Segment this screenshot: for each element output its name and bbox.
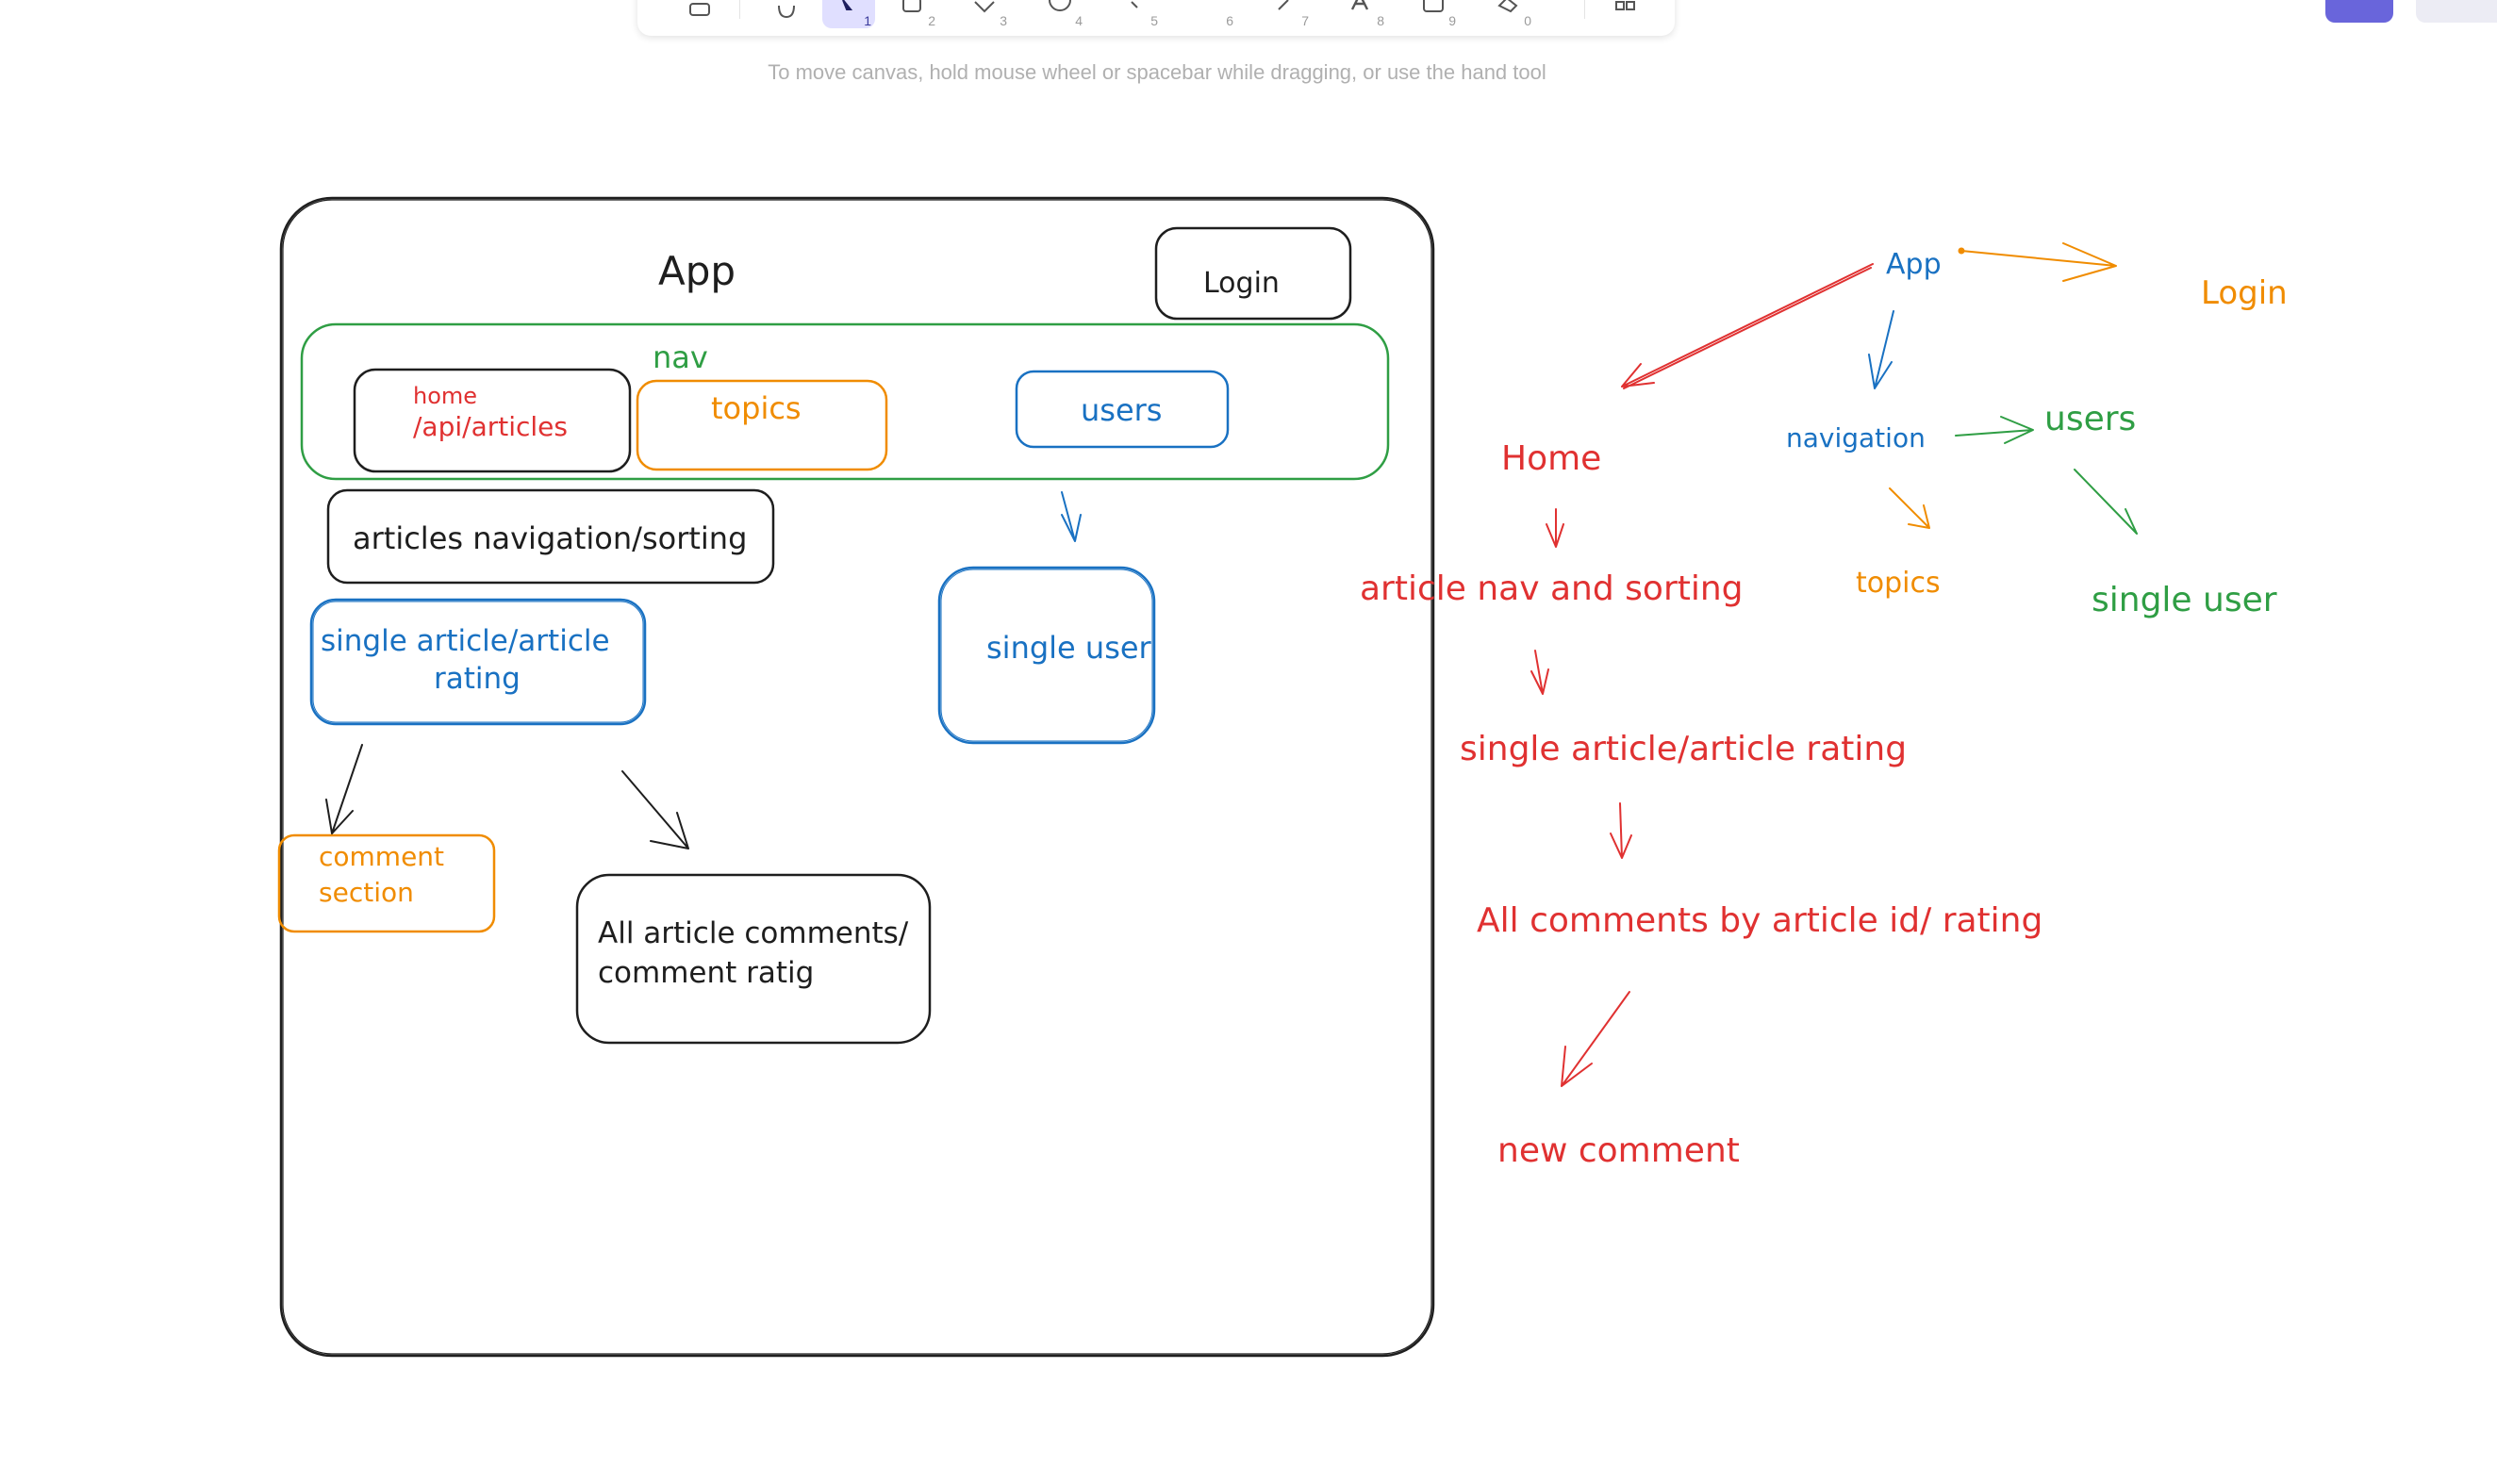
users-label: users (1081, 392, 1162, 428)
draw-tool-button[interactable]: 7 (1260, 0, 1313, 28)
single-user-label: single user (986, 630, 1152, 666)
tool-shortcut-key: 0 (1524, 13, 1531, 28)
text-tool-button[interactable]: 8 (1335, 0, 1388, 28)
app-to-navigation-arrow[interactable] (1868, 310, 1894, 389)
single-user-box-sketch (940, 569, 1153, 742)
tool-shortcut-key: 2 (928, 13, 935, 28)
selection-tool-button[interactable]: 1 (822, 0, 875, 28)
pencil-icon (1278, 0, 1289, 10)
app-frame[interactable] (279, 196, 1435, 1358)
ellipse-icon (1049, 0, 1071, 11)
tree-login-label: Login (2201, 274, 2288, 312)
comment-rating-label: comment ratig (598, 956, 814, 990)
navigation-to-topics-arrow[interactable] (1889, 487, 1930, 529)
home-to-article-nav-arrow[interactable] (1546, 508, 1564, 548)
shapes-icon (1615, 1, 1635, 10)
single-article-to-all-comments-arrow[interactable] (1610, 802, 1632, 859)
tree-navigation-label: navigation (1786, 422, 1926, 453)
all-comments-label: All article comments/ (598, 916, 909, 950)
nav-label: nav (653, 339, 708, 375)
ellipse-tool-button[interactable]: 4 (1034, 0, 1086, 28)
tree-topics-label: topics (1856, 567, 1941, 600)
arrow-start-dot (1958, 247, 1965, 255)
library-button[interactable] (2416, 0, 2497, 23)
canvas-hint: To move canvas, hold mouse wheel or spac… (768, 60, 1546, 84)
tool-shortcut-key: 6 (1226, 13, 1233, 28)
arrow-tool-button[interactable]: 5 (1109, 0, 1162, 28)
image-icon (1423, 0, 1444, 12)
tool-shortcut-key: 9 (1448, 13, 1456, 28)
hand-icon (778, 5, 795, 19)
single-article-box-sketch (312, 601, 644, 723)
text-icon (1350, 0, 1369, 10)
tool-shortcut-key: 1 (864, 13, 871, 28)
main-toolbar: 1 2 3 4 5 6 7 8 9 0 (637, 0, 1675, 36)
tool-shortcut-key: 3 (1000, 13, 1007, 28)
article-to-comment-arrow[interactable] (325, 744, 363, 834)
nav-box[interactable] (300, 322, 1390, 481)
single-article-box[interactable] (309, 598, 647, 726)
tool-shortcut-key: 8 (1377, 13, 1384, 28)
users-box[interactable] (1015, 370, 1230, 449)
all-comments-box[interactable] (575, 873, 932, 1045)
articles-nav-label: articles navigation/sorting (353, 520, 747, 556)
tree-users-label: users (2044, 400, 2136, 438)
comment-section-box[interactable] (277, 833, 496, 933)
app-to-home-arrow[interactable] (1621, 263, 1874, 389)
articles-nav-box[interactable] (326, 488, 775, 585)
all-comments-to-new-comment-arrow[interactable] (1561, 991, 1630, 1087)
rectangle-tool-button[interactable]: 2 (886, 0, 939, 28)
tree-home-label: Home (1501, 439, 1601, 478)
line-tool-button[interactable]: 6 (1184, 0, 1237, 28)
tree-single-article-label: single article/article rating (1460, 730, 1907, 768)
users-to-single-user-arrow[interactable] (1061, 491, 1082, 542)
tool-shortcut-key: 4 (1075, 13, 1083, 28)
diamond-tool-button[interactable]: 3 (958, 0, 1011, 28)
users-to-single-user-tree-arrow[interactable] (2074, 469, 2138, 535)
article-nav-to-single-article-arrow[interactable] (1530, 650, 1549, 695)
app-title: App (658, 248, 736, 294)
lock-tool-button[interactable] (673, 0, 726, 28)
single-article-label: single article/article (321, 624, 610, 658)
toolbar-divider (1584, 0, 1585, 19)
topics-label: topics (711, 390, 802, 426)
rectangle-icon (902, 0, 921, 12)
article-to-all-comments-arrow[interactable] (621, 770, 689, 849)
home-box[interactable] (353, 368, 632, 473)
login-box[interactable] (1154, 226, 1352, 321)
tree-article-nav-label: article nav and sorting (1360, 569, 1744, 608)
toolbar-divider (739, 0, 740, 19)
share-button[interactable] (2325, 0, 2393, 23)
more-tools-button[interactable] (1599, 0, 1652, 28)
eraser-tool-button[interactable]: 0 (1482, 0, 1535, 28)
home-route-label: /api/articles (413, 411, 568, 442)
single-user-box[interactable] (937, 566, 1156, 745)
home-label: home (413, 383, 477, 409)
image-tool-button[interactable]: 9 (1407, 0, 1460, 28)
tree-new-comment-label: new comment (1497, 1131, 1740, 1170)
tool-shortcut-key: 5 (1150, 13, 1158, 28)
app-to-login-arrow[interactable] (1960, 242, 2117, 282)
tree-app-label: App (1886, 248, 1942, 281)
eraser-icon (1497, 0, 1518, 13)
app-frame-sketch (282, 199, 1432, 1355)
tree-all-comments-label: All comments by article id/ rating (1477, 901, 2042, 940)
comment-section-label: section (319, 877, 414, 908)
arrow-icon (1131, 1, 1138, 8)
diamond-icon (974, 1, 995, 13)
tool-shortcut-key: 7 (1301, 13, 1309, 28)
pointer-icon (842, 0, 853, 10)
single-article-rating-label: rating (434, 662, 521, 696)
navigation-to-users-arrow[interactable] (1955, 416, 2034, 444)
login-label: Login (1203, 267, 1280, 300)
topics-box[interactable] (636, 379, 888, 471)
hand-tool-button[interactable] (760, 0, 813, 28)
comment-label: comment (319, 841, 444, 872)
tree-single-user-label: single user (2092, 581, 2277, 619)
lock-icon (689, 3, 710, 16)
